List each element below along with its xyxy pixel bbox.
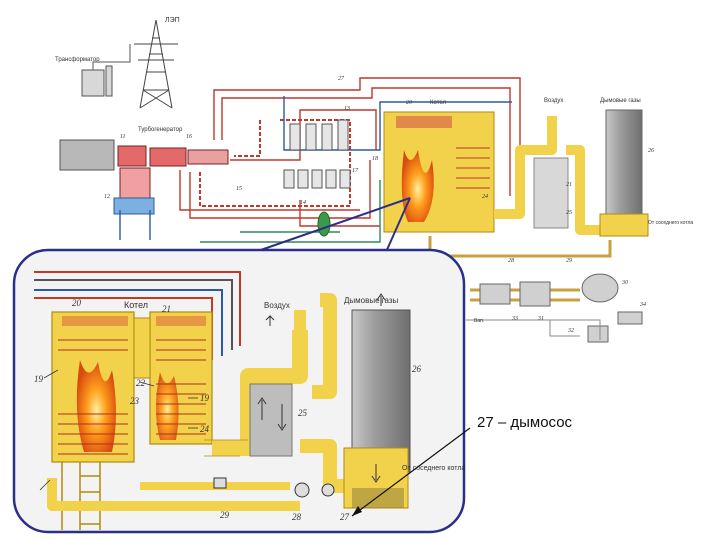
zoom-smoke-exhauster — [321, 483, 335, 497]
top-num-15: 15 — [236, 186, 242, 192]
zoom-boiler-label: Котел — [124, 300, 148, 310]
zoom-connector-lines — [254, 197, 411, 253]
top-num-12: 12 — [104, 194, 110, 200]
top-num-11: 11 — [120, 134, 126, 140]
top-num-29: 29 — [566, 258, 572, 264]
zoom-num-26: 26 — [412, 364, 422, 374]
top-num-21: 21 — [566, 182, 572, 188]
turbogenerator — [59, 139, 229, 215]
top-num-25: 25 — [566, 210, 572, 216]
top-num-20: 20 — [406, 100, 412, 106]
zoom-neighbor-label-1: От соседнего котла — [402, 465, 465, 472]
zoom-ash-collector — [249, 383, 293, 457]
top-num-16: 16 — [186, 134, 192, 140]
zoom-flue-gas-label: Дымовые газы — [344, 296, 399, 305]
steam-lines — [179, 77, 521, 227]
zoom-boiler — [51, 311, 213, 463]
transmission-tower — [134, 19, 178, 109]
zoom-num-24: 24 — [200, 424, 210, 434]
smoke-exhauster-caption: 27 – дымосос — [477, 414, 573, 431]
top-num-31: 31 — [537, 316, 544, 322]
top-diagram: ЛЭП Трансформатор Турбогенератор — [55, 17, 693, 343]
top-num-27: 27 — [338, 76, 345, 82]
top-chimney — [605, 109, 643, 229]
caption-pointer — [351, 427, 471, 517]
top-boiler-label: Котел — [430, 100, 447, 106]
zoom-num-29: 29 — [220, 510, 230, 520]
heaters — [283, 119, 351, 237]
top-num-26: 26 — [648, 148, 654, 154]
top-neighbor-label: От соседнего котла — [648, 220, 693, 226]
zoom-num-28: 28 — [292, 512, 302, 522]
top-num-34: 34 — [639, 301, 646, 308]
top-num-13: 13 — [344, 106, 350, 112]
ash-equipment — [479, 273, 643, 343]
top-num-14: 14 — [300, 199, 306, 206]
turbogenerator-label: Турбогенератор — [138, 127, 183, 133]
zoom-num-21: 21 — [162, 304, 171, 314]
top-num-30: 30 — [621, 280, 628, 286]
feedwater-lines — [199, 119, 351, 207]
zoom-chimney — [351, 309, 411, 473]
zoom-num-19b: 19 — [200, 393, 210, 403]
top-air-label: Воздух — [544, 98, 563, 104]
top-boiler — [383, 111, 495, 233]
zoom-fan — [294, 482, 310, 498]
top-flue-gas-label: Дымовые газы — [600, 98, 641, 104]
zoom-num-20: 20 — [72, 298, 82, 308]
top-ash-collector — [533, 157, 569, 229]
top-num-18: 18 — [372, 156, 378, 162]
top-num-24: 24 — [482, 193, 488, 200]
zoom-num-27: 27 — [340, 512, 350, 522]
top-num-28: 28 — [508, 258, 514, 264]
top-num-32: 32 — [567, 328, 574, 334]
top-num-33: 33 — [511, 316, 518, 322]
top-num-17: 17 — [352, 168, 359, 174]
zoom-num-25: 25 — [298, 408, 308, 418]
zoom-num-19a: 19 — [34, 374, 44, 384]
lep-label: ЛЭП — [165, 17, 180, 24]
transformer-label: Трансформатор — [55, 57, 100, 63]
water-lines — [119, 96, 512, 243]
zoom-air-label: Воздух — [264, 301, 290, 310]
zoom-num-23: 23 — [130, 396, 140, 406]
vap-label: Вап. — [474, 318, 484, 324]
zoom-num-22: 22 — [136, 378, 146, 388]
transformer — [81, 44, 131, 97]
zoom-callout: Котел Воздух Дымовые газы От сос — [12, 248, 471, 534]
